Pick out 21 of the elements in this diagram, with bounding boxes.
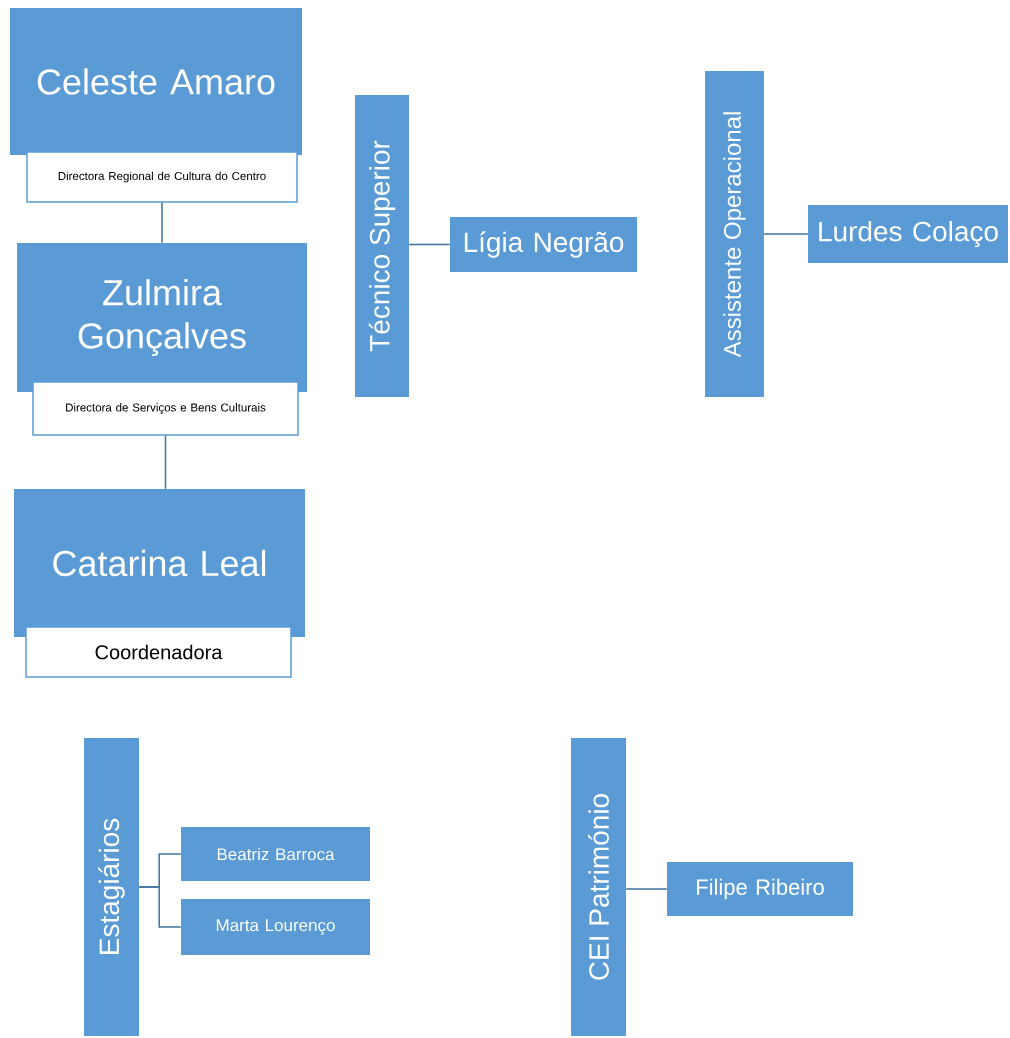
- connector-line: [763, 233, 809, 235]
- job-title-box: Coordenadora: [25, 626, 292, 678]
- job-title-box: Directora Regional de Cultura do Centro: [26, 151, 298, 203]
- category-box: Assistente Operacional: [705, 71, 764, 397]
- connector-line: [625, 888, 668, 890]
- name-box: Celeste Amaro: [10, 8, 302, 155]
- connector-line: [138, 886, 182, 928]
- connector-line: [408, 243, 451, 246]
- connector-line: [164, 435, 167, 490]
- name-box: Catarina Leal: [14, 489, 305, 637]
- name-box: Filipe Ribeiro: [667, 862, 853, 916]
- category-box: Estagiários: [84, 738, 139, 1036]
- name-box: Marta Lourenço: [181, 899, 370, 955]
- job-title-box: Directora de Serviços e Bens Culturais: [32, 381, 299, 436]
- name-box: Zulmira Gonçalves: [17, 243, 307, 392]
- name-box: Lígia Negrão: [450, 217, 637, 272]
- category-box: Técnico Superior: [355, 95, 409, 397]
- name-box: Beatriz Barroca: [181, 827, 370, 881]
- name-box: Lurdes Colaço: [808, 205, 1008, 263]
- connector-line: [161, 202, 163, 244]
- category-box: CEI Património: [571, 738, 626, 1036]
